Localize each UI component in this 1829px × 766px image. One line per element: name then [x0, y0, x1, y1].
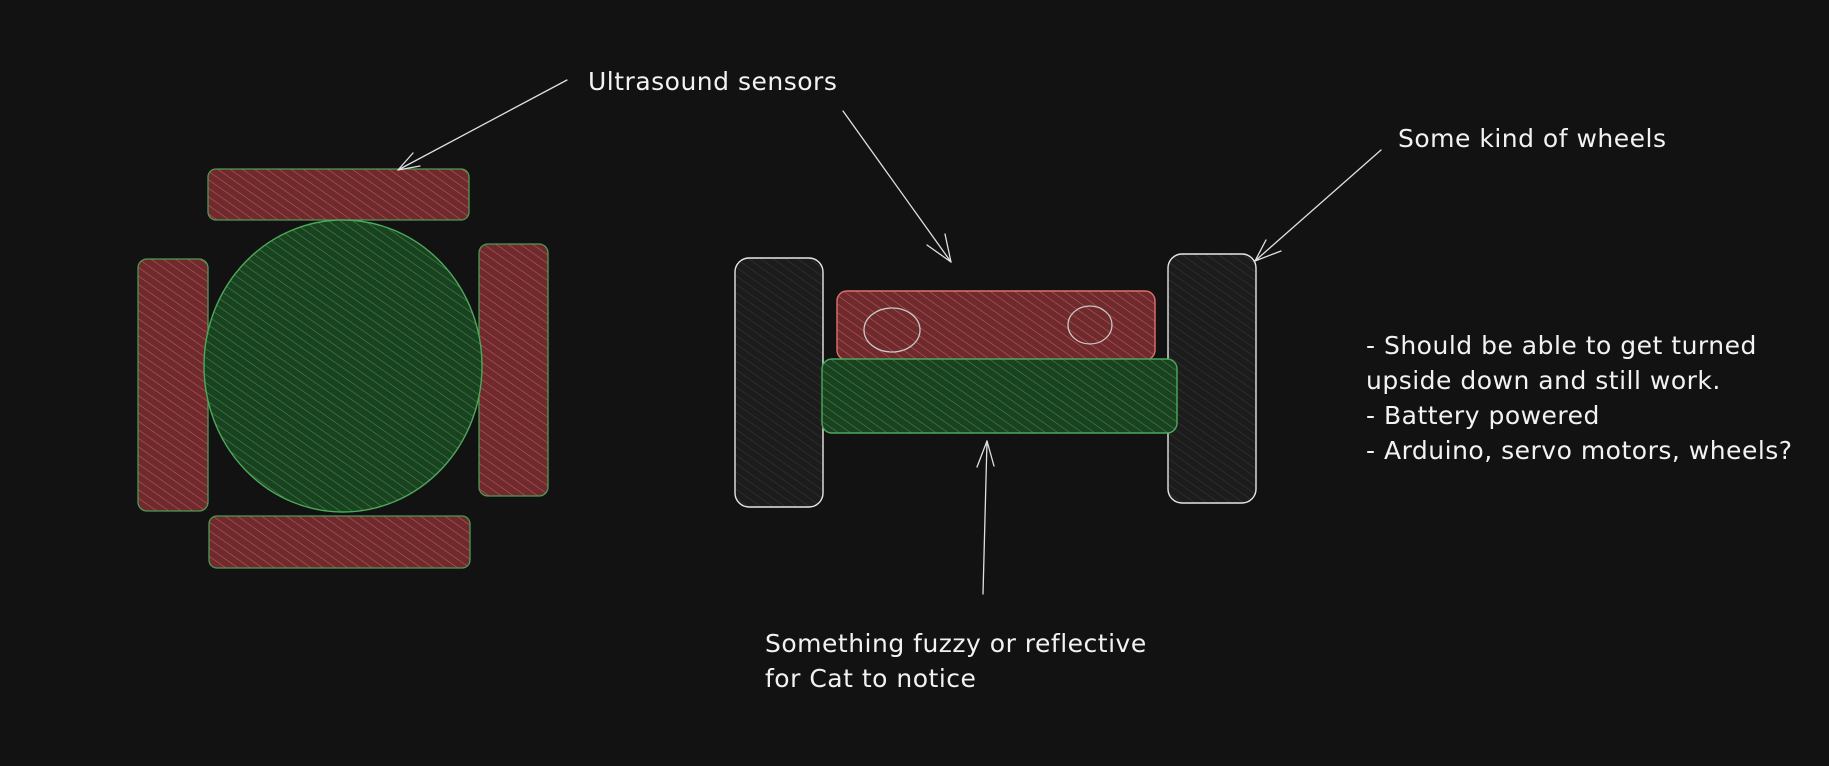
robot-body-circle [203, 219, 483, 513]
sensor-left [137, 258, 209, 512]
note-line: - Should be able to get turned [1366, 331, 1757, 360]
fuzzy-label-line-1: Something fuzzy or reflective [765, 629, 1147, 658]
requirements-notes: - Should be able to get turned upside do… [1366, 328, 1793, 468]
sensor-bottom [208, 515, 471, 569]
arrow-sensors-to-side-view [842, 110, 952, 263]
note-item: - Battery powered [1366, 398, 1793, 433]
top-view [137, 168, 549, 569]
ultrasound-sensors-label: Ultrasound sensors [588, 67, 838, 96]
fuzzy-reflective-label: Something fuzzy or reflective for Cat to… [765, 626, 1147, 696]
sensor-eye-right [1067, 305, 1113, 345]
note-line: - Battery powered [1366, 401, 1600, 430]
arrow-fuzzy-label [976, 440, 995, 595]
arrows [397, 79, 1382, 595]
wheels-label: Some kind of wheels [1398, 124, 1667, 153]
note-line: - Arduino, servo motors, wheels? [1366, 436, 1793, 465]
sensor-eye-left [863, 307, 921, 353]
fuzzy-label-line-2: for Cat to notice [765, 664, 977, 693]
note-item: - Should be able to get turned upside do… [1366, 328, 1793, 398]
side-view [734, 253, 1257, 508]
fuzzy-cover [821, 358, 1178, 434]
wheel-right [1167, 253, 1257, 504]
arrow-sensors-to-top-view [397, 79, 568, 171]
arrow-wheels-label [1254, 149, 1382, 262]
sensor-front [836, 290, 1156, 361]
note-line: upside down and still work. [1366, 366, 1721, 395]
sensor-top [207, 168, 470, 221]
note-item: - Arduino, servo motors, wheels? [1366, 433, 1793, 468]
wheel-left [734, 257, 824, 508]
sensor-right [478, 243, 549, 497]
